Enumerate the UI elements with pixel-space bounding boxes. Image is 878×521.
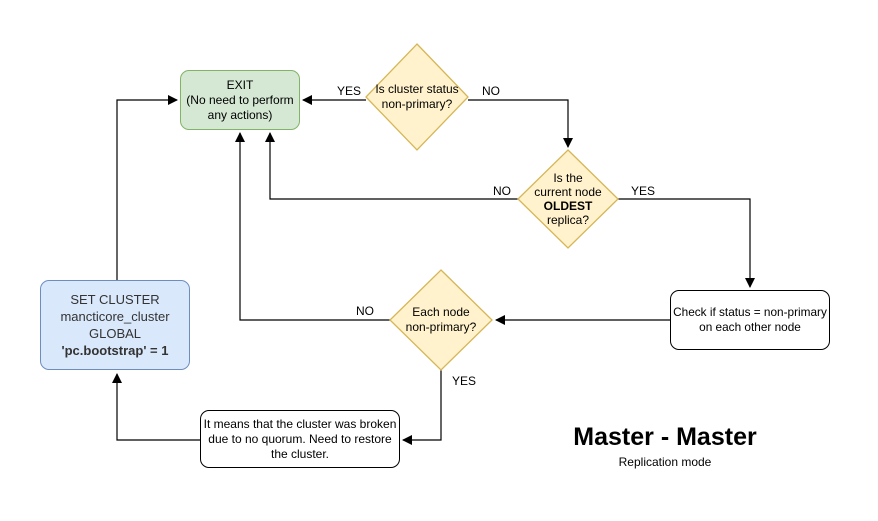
decision-cluster-status-diamond [365,43,469,151]
label-cluster-status-yes: YES [336,84,363,98]
label-cluster-status-no: NO [481,84,501,98]
cluster-broken-node: It means that the cluster was broken due… [200,410,400,468]
decision-line: Each node [412,305,470,319]
decision-line: current node [534,185,602,199]
exit-line: (No need to perform [186,92,294,107]
edge-oldest-yes-to-check [618,198,756,289]
label-each-node-no: NO [355,304,375,318]
check-status-node: Check if status = non-primary on each ot… [670,290,830,350]
decision-line-bold: OLDEST [543,199,593,213]
decision-oldest-replica-text: Is the current node OLDEST replica? [518,150,618,248]
set-cluster-line: GLOBAL [88,326,142,341]
check-line: Check if status = non-primary [673,305,827,319]
edge-oldest-no-to-exit [264,131,518,200]
edge-each-node-no-to-exit [234,131,390,321]
check-line: on each other node [699,320,801,334]
edge-each-node-yes-to-broken [401,370,442,446]
decision-line: replica? [546,213,590,227]
set-cluster-line-bold: 'pc.bootstrap' = 1 [61,343,169,358]
edge-set-cluster-to-exit [116,94,179,280]
decision-cluster-status-text: Is cluster status non-primary? [366,44,468,150]
edge-broken-to-set-cluster [111,372,200,441]
decision-line: Is the [553,171,583,185]
exit-line: any actions) [207,107,273,122]
label-oldest-yes: YES [630,184,657,198]
broken-line: It means that the cluster was broken [203,416,397,431]
broken-line: the cluster. [270,446,330,461]
decision-line: non-primary? [381,97,453,111]
set-cluster-node: SET CLUSTER mancticore_cluster GLOBAL 'p… [40,280,190,370]
edge-cluster-status-no-to-oldest [468,99,574,149]
broken-line: due to no quorum. Need to restore [208,431,392,446]
decision-each-node-text: Each node non-primary? [390,270,492,370]
decision-oldest-replica-diamond [517,149,619,249]
exit-node: EXIT (No need to perform any actions) [180,70,300,130]
exit-line: EXIT [226,77,254,92]
set-cluster-line: SET CLUSTER [70,292,160,307]
decision-line: non-primary? [405,320,477,334]
decision-line: Is cluster status [375,82,459,96]
diagram-title-block: Master - Master Replication mode [540,423,790,470]
set-cluster-line: mancticore_cluster [60,309,170,324]
decision-each-node-diamond [389,269,493,371]
label-oldest-no: NO [492,184,512,198]
diagram-subtitle: Replication mode [618,455,712,469]
diagram-title: Master - Master [573,423,757,451]
label-each-node-yes: YES [451,374,478,388]
